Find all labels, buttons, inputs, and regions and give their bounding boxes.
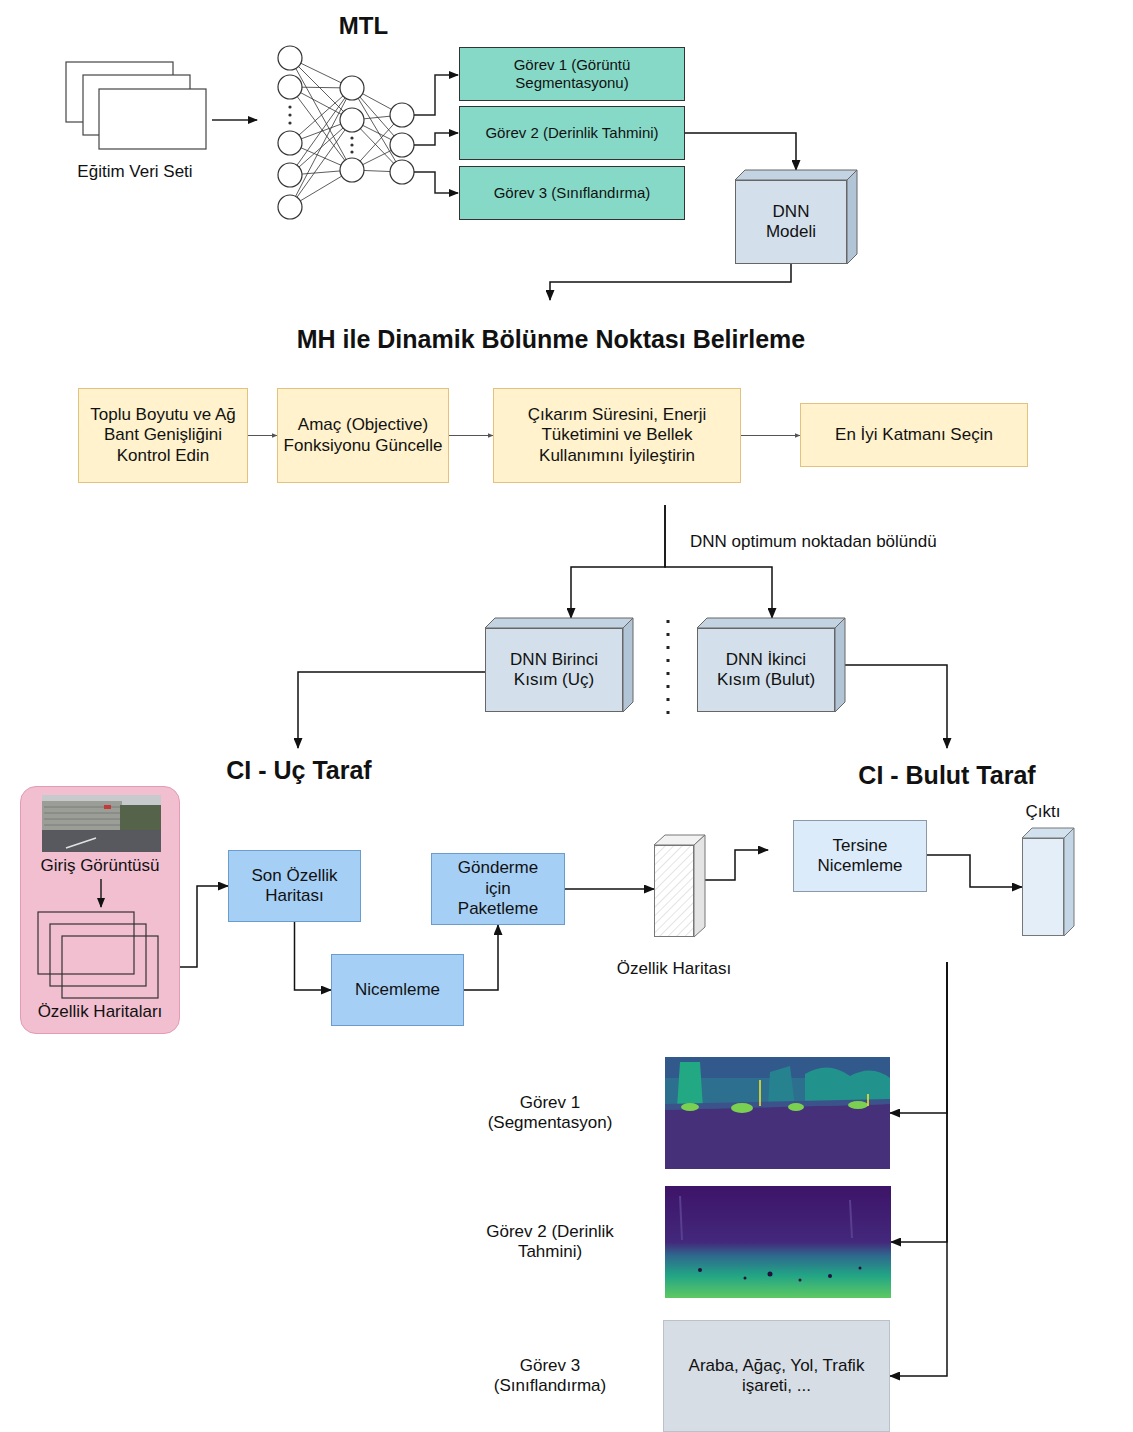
image-label: Özellik Haritaları xyxy=(21,1002,179,1022)
node-text: Son Özellik Haritası xyxy=(239,866,350,907)
connector-arrow xyxy=(741,435,800,436)
task-label: Görev 3 (Sınıflandırma) xyxy=(465,1356,635,1397)
process-box: Tersine Nicemleme xyxy=(793,820,927,892)
node-text: Amaç (Objective) Fonksiyonu Güncelle xyxy=(281,415,445,456)
node-text: DNN İkinci Kısım (Bulut) xyxy=(706,650,826,691)
panel-title: CI - Uç Taraf xyxy=(12,755,586,785)
connector-arrow xyxy=(295,922,332,990)
connector-arrow xyxy=(890,962,947,1376)
connector-arrow xyxy=(665,505,772,618)
stack-label: Eğitim Veri Seti xyxy=(55,162,215,182)
feature-map-cube: Özellik Haritası xyxy=(654,845,694,937)
connector-arrow xyxy=(685,133,796,170)
edge-side-panel: CI - Uç Taraf Giriş GörüntüsüÖzellik Har… xyxy=(12,748,586,1045)
cloud-side-panel: CI - Bulut TarafTersine Nicemleme Çıktı xyxy=(768,748,1126,962)
input-panel: Giriş GörüntüsüÖzellik Haritaları xyxy=(20,786,180,1034)
connector-arrow xyxy=(571,505,665,618)
node-text: Görev 3 (Sınıflandırma) xyxy=(494,184,651,202)
connector-arrow xyxy=(927,855,1022,887)
mtl-panel: MTL Eğitim Veri Seti Görev 1 (Görüntü Seg… xyxy=(27,2,700,247)
connector-arrow xyxy=(550,264,791,300)
connector-arrow xyxy=(449,435,493,436)
connector-arrow xyxy=(464,925,498,990)
model-cube: DNN Modeli xyxy=(735,180,847,264)
process-box: Gönderme için Paketleme xyxy=(431,853,565,925)
split-panel: MH ile Dinamik Bölünme Noktası Belirleme… xyxy=(52,300,1050,505)
segmentation-image: Görev 1 (Segmentasyon) xyxy=(665,1057,890,1169)
node-text: Gönderme için Paketleme xyxy=(446,858,550,919)
depth-image: Görev 2 (Derinlik Tahmini) xyxy=(665,1186,891,1298)
connector-arrow xyxy=(705,850,768,880)
node-text: Nicemleme xyxy=(355,980,440,1000)
model-part-cube: DNN İkinci Kısım (Bulut) xyxy=(697,628,835,712)
panel-title: MH ile Dinamik Bölünme Noktası Belirleme xyxy=(52,324,1050,354)
task-box: Görev 1 (Görüntü Segmentasyonu) xyxy=(459,47,685,101)
connector-arrow xyxy=(180,886,228,967)
connector-arrow xyxy=(840,665,947,748)
step-box: Toplu Boyutu ve Ağ Bant Genişliğini Kont… xyxy=(78,388,248,483)
connector-arrow xyxy=(248,435,277,436)
panel-title: CI - Bulut Taraf xyxy=(768,760,1126,790)
connector-arrow xyxy=(891,962,947,1242)
image-label: Giriş Görüntüsü xyxy=(21,856,179,876)
dataset-stack: Eğitim Veri Seti xyxy=(55,58,215,188)
node-text: Toplu Boyutu ve Ağ Bant Genişliğini Kont… xyxy=(82,405,244,466)
process-box: Nicemleme xyxy=(331,954,464,1026)
output-cube: Çıktı xyxy=(1022,838,1064,936)
task-box: Görev 3 (Sınıflandırma) xyxy=(459,166,685,220)
class-box: Görev 3 (Sınıflandırma)Araba, Ağaç, Yol,… xyxy=(663,1320,890,1432)
step-box: Çıkarım Süresini, Enerji Tüketimini ve B… xyxy=(493,388,741,483)
node-text: Çıkarım Süresini, Enerji Tüketimini ve B… xyxy=(499,405,735,466)
dotted-divider xyxy=(667,620,670,724)
connector-arrow xyxy=(298,672,485,748)
node-text: Görev 2 (Derinlik Tahmini) xyxy=(485,124,658,142)
task-label: Görev 2 (Derinlik Tahmini) xyxy=(465,1222,635,1263)
class-list: Araba, Ağaç, Yol, Trafik işareti, ... xyxy=(672,1356,881,1397)
node-text: En İyi Katmanı Seçin xyxy=(835,425,993,445)
model-part-cube: DNN Birinci Kısım (Uç) xyxy=(485,628,623,712)
connector-arrow xyxy=(890,962,947,1113)
node-text: DNN Modeli xyxy=(750,202,832,243)
node-text: DNN Birinci Kısım (Uç) xyxy=(494,650,614,691)
step-box: En İyi Katmanı Seçin xyxy=(800,403,1028,467)
step-box: Amaç (Objective) Fonksiyonu Güncelle xyxy=(277,388,449,483)
connector-arrow xyxy=(565,888,654,890)
split-label: DNN optimum noktadan bölündü xyxy=(690,532,937,552)
node-text: Tersine Nicemleme xyxy=(804,836,916,877)
cube-label: Çıktı xyxy=(1002,802,1084,822)
cube-label: Özellik Haritası xyxy=(614,959,734,979)
node-text: Görev 1 (Görüntü Segmentasyonu) xyxy=(466,56,678,92)
process-box: Son Özellik Haritası xyxy=(228,850,361,922)
panel-title: MTL xyxy=(27,12,700,41)
task-label: Görev 1 (Segmentasyon) xyxy=(465,1093,635,1134)
task-box: Görev 2 (Derinlik Tahmini) xyxy=(459,106,685,160)
